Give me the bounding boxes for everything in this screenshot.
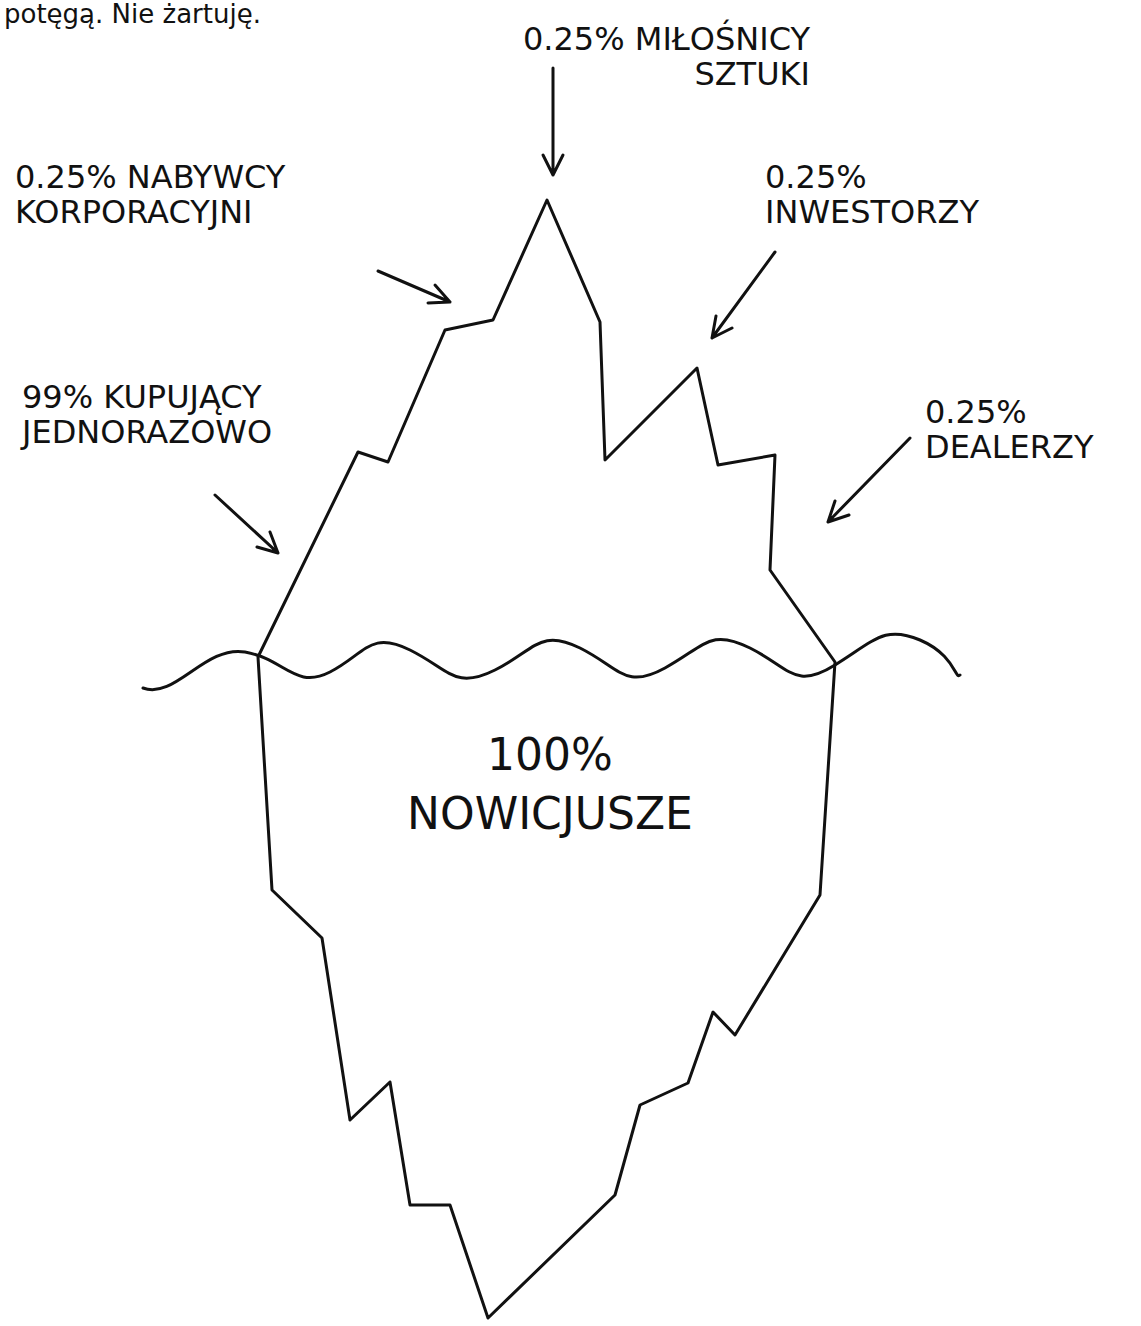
callout-label: 0.25% DEALERZY — [925, 395, 1125, 465]
leader-arrow — [215, 495, 278, 553]
leader-arrow — [828, 438, 910, 522]
leader-arrow — [378, 271, 450, 303]
callout-label: 0.25% INWESTORZY — [765, 160, 1065, 230]
leader-arrow — [712, 252, 775, 338]
leader-arrow — [543, 68, 563, 175]
callout-label: 0.25% MIŁOŚNICY SZTUKI — [450, 22, 810, 92]
iceberg-text: 100% NOWICJUSZE — [370, 195, 730, 844]
cropped-note: potęgą. Nie żartuję. — [4, 0, 424, 29]
callout-label: 99% KUPUJĄCY JEDNORAZOWO — [22, 380, 342, 450]
callout-label: 0.25% NABYWCY KORPORACYJNI — [15, 160, 315, 230]
iceberg-shape: 100% NOWICJUSZE — [250, 195, 850, 1325]
